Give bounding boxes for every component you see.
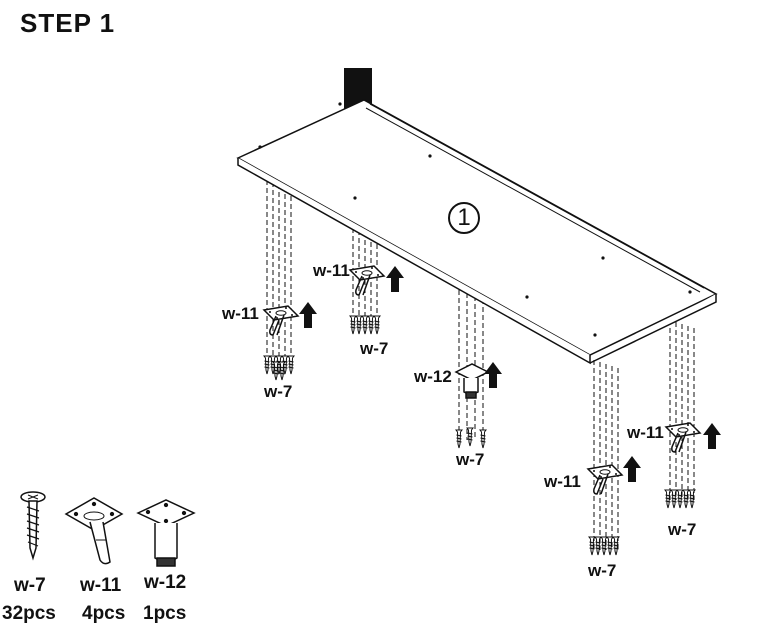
callout-w11-a: w-11 [222,304,259,323]
legend-qty-w12: 1pcs [143,603,187,624]
screws-b [349,315,381,335]
screws-d [588,536,620,556]
up-arrow-e-icon [703,423,721,449]
screws-c [455,427,487,449]
callout-w7-b: w-7 [360,339,389,358]
straight-leg-icon [136,499,196,567]
up-arrow-a-icon [299,302,317,328]
part-number-marker: 1 [448,202,480,234]
callout-w7-e: w-7 [668,520,697,539]
legend-code-w11: w-11 [80,575,122,596]
leg-bracket-e [665,422,701,453]
screw-icon [20,491,46,561]
callout-w7-a: w-7 [264,382,293,401]
tabletop-panel [236,99,718,365]
callout-w11-b: w-11 [313,261,350,280]
callout-w11-d: w-11 [544,472,581,491]
legend-code-w7: w-7 [14,575,46,596]
legend-code-w12: w-12 [144,572,187,593]
up-arrow-c-icon [484,362,502,388]
leg-bracket-d [587,464,623,495]
leg-bracket-a [263,305,299,336]
callout-w11-e: w-11 [627,423,664,442]
legend-qty-w7: 32pcs [2,603,56,624]
screws-a [263,355,295,381]
screws-e [664,489,696,509]
step-title: STEP 1 [20,8,116,38]
legend-qty-w11: 4pcs [82,603,126,624]
guide-lines [266,180,695,550]
callout-w7-d: w-7 [588,561,617,580]
leg-bracket-b [349,265,385,296]
up-arrow-b-icon [386,266,404,292]
up-arrow-d-icon [623,456,641,482]
callout-w7-c: w-7 [456,450,485,469]
angled-leg-bracket-icon [64,497,124,565]
callout-w12-c: w-12 [414,367,452,386]
